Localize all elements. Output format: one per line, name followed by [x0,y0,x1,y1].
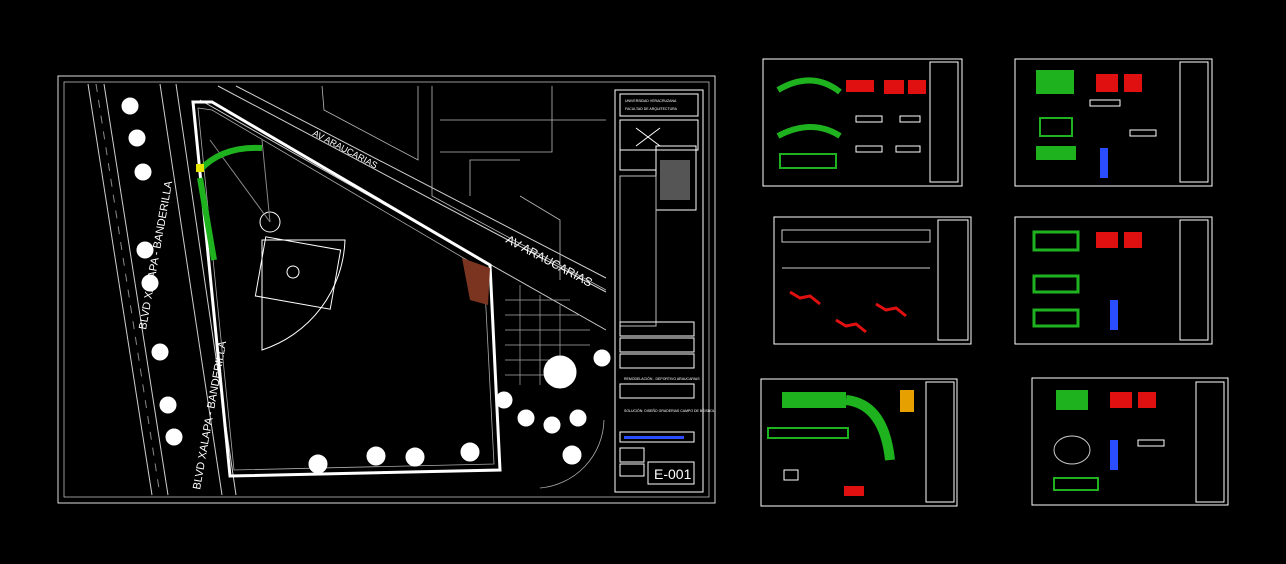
home-plate-circle [259,211,281,233]
detail-sheet-6[interactable] [760,378,958,507]
parking-grid [505,285,590,385]
trees-bottom [308,349,611,474]
detail-sheet-4[interactable] [773,216,972,345]
hatched-zone [462,258,490,305]
trees-row [121,97,183,446]
detail-sheet-5[interactable] [1014,216,1213,345]
pitcher-mound [286,265,300,279]
detail-sheet-3[interactable] [1014,58,1213,187]
title-block: UNIVERSIDAD VERACRUZANA FACULTAD DE ARQU… [614,89,715,493]
main-sheet: BLVD XALAPA - BANDERILLA BLVD XALAPA - B… [57,75,716,504]
outfield-arc [261,239,346,351]
avenue [199,85,607,331]
blocks [321,85,607,291]
main-sheet-frame [57,75,716,504]
subject-line: SOLUCIÓN: DISEÑO GRADERIAS CAMPO DE BÉIS… [624,408,715,413]
street-label-av-side: AV ARAUCARIAS [504,232,595,289]
sheet-number: E-001 [654,466,692,482]
main-sheet-inner-frame [63,81,710,498]
field-boundary-inner [197,107,495,471]
detail-sheet-7[interactable] [1031,377,1229,506]
field-boundary [191,100,502,478]
title-line-1: UNIVERSIDAD VERACRUZANA [625,99,677,103]
project-name: REMODELACIÓN - DEPORTIVO ARAUCARIAS [624,376,700,381]
infield-diamond [254,236,342,310]
detail-sheet-2[interactable] [762,58,963,187]
stands-straight [197,177,217,261]
boulevard-dash [95,83,161,496]
stands-curve [197,144,263,173]
title-line-2: FACULTAD DE ARQUITECTURA [625,107,678,111]
